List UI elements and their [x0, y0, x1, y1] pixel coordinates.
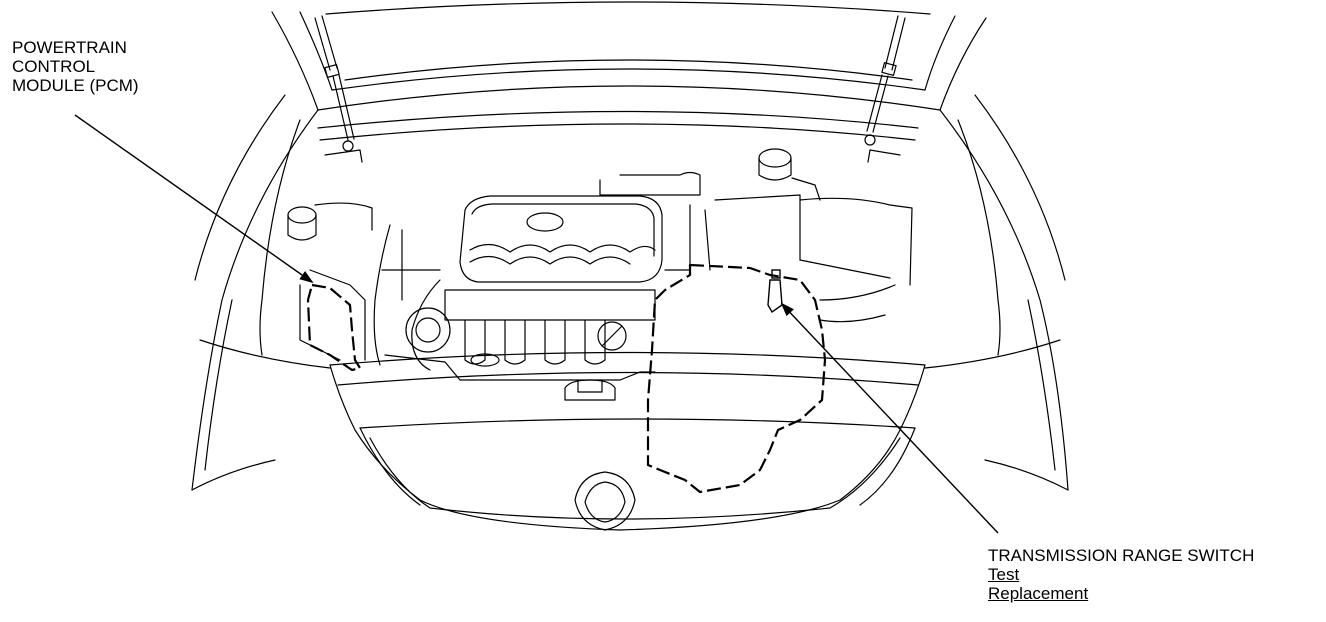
pcm-label-line-2: CONTROL [12, 57, 96, 76]
pcm-outline [306, 283, 362, 372]
reservoir-right [758, 148, 821, 201]
fender-left [191, 94, 319, 491]
engine-cover [459, 195, 663, 283]
pcm-label-line-1: POWERTRAIN [12, 38, 127, 57]
pcm-label: POWERTRAIN CONTROL MODULE (PCM) [12, 38, 139, 95]
air-intake [599, 171, 913, 323]
trs-label-title: TRANSMISSION RANGE SWITCH [988, 546, 1255, 565]
trs-leader-arrow [780, 302, 999, 534]
trs-test-link[interactable]: Test [988, 565, 1020, 584]
pcm-label-line-3: MODULE (PCM) [12, 76, 139, 95]
fender-right [939, 94, 1069, 491]
trs-replacement-link[interactable]: Replacement [988, 584, 1089, 603]
switch-body [767, 269, 783, 314]
engine-block [373, 224, 656, 401]
reservoir-left [287, 202, 373, 241]
front-emblem [574, 471, 636, 531]
trs-label: TRANSMISSION RANGE SWITCH Test Replaceme… [988, 546, 1254, 603]
hood-outline [271, 1, 987, 111]
pcm-leader-arrow [74, 114, 314, 284]
hood-strut-right [864, 15, 906, 146]
transmission-outline [646, 263, 827, 494]
battery-box [299, 269, 366, 361]
intake-manifold [405, 279, 656, 371]
hood-strut-left [314, 15, 355, 152]
side-trim [191, 339, 1069, 491]
front-bumper [329, 351, 926, 531]
cowl [317, 110, 919, 163]
